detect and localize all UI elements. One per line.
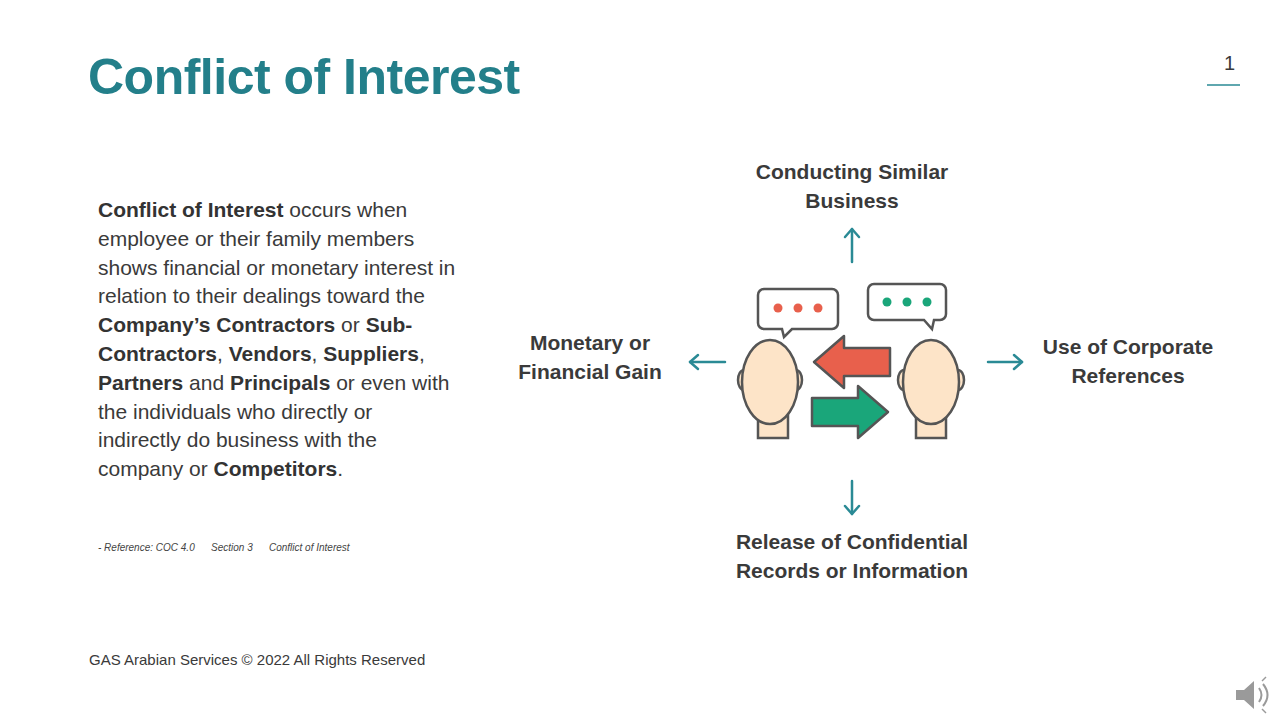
page-number: 1: [1224, 52, 1235, 75]
bold-term: Conflict of Interest: [98, 198, 284, 221]
reference-note: Section 3: [211, 542, 253, 553]
bold-term: Company’s Contractors: [98, 313, 335, 336]
bold-term: Principals: [230, 371, 330, 394]
footer-copyright: GAS Arabian Services © 2022 All Rights R…: [89, 651, 425, 668]
text-run: or: [341, 313, 360, 336]
speech-bubble-right: [868, 284, 946, 329]
bold-term: Vendors: [229, 342, 312, 365]
head-left: [738, 340, 802, 438]
text-run: ,: [217, 342, 223, 365]
reference-note: - Reference: COC 4.0: [98, 542, 195, 553]
text-run: .: [337, 457, 343, 480]
bold-term: Partners: [98, 371, 183, 394]
direction-arrows: [690, 229, 1022, 514]
green-arrow: [812, 386, 888, 438]
outcome-label: Release of Confidential Records or Infor…: [712, 527, 992, 585]
outcome-label: Monetary or Financial Gain: [490, 328, 690, 386]
bold-term: Suppliers: [323, 342, 419, 365]
text-run: ,: [312, 342, 318, 365]
red-arrow: [814, 336, 890, 388]
outcome-label: Conducting Similar Business: [732, 157, 972, 215]
text-run: and: [189, 371, 224, 394]
bold-term: Competitors: [214, 457, 338, 480]
page-underline: [1207, 84, 1240, 86]
definition-text: Conflict of Interest occurs when employe…: [98, 196, 458, 484]
head-right: [898, 340, 964, 438]
slide-title: Conflict of Interest: [88, 48, 520, 106]
reference-note: Conflict of Interest: [269, 542, 350, 553]
outcome-label: Use of Corporate References: [1013, 332, 1243, 390]
speaker-icon: [1236, 677, 1268, 713]
speech-bubble-left: [758, 289, 838, 337]
text-run: ,: [419, 342, 425, 365]
